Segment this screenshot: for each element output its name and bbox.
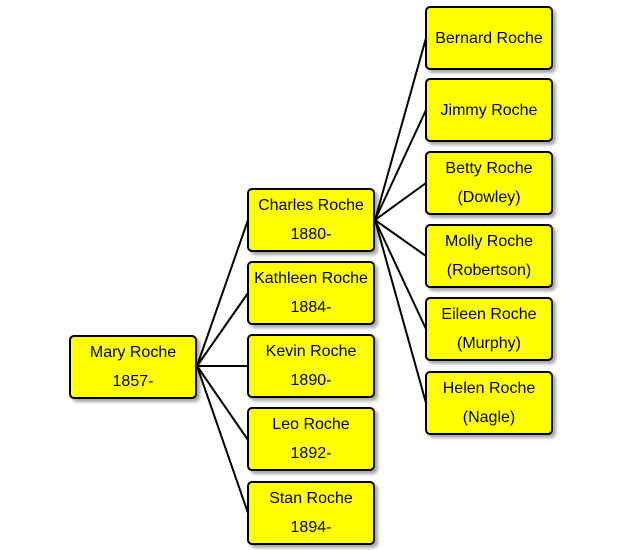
person-box-jimmy-roche: Jimmy Roche bbox=[425, 78, 553, 142]
person-name: Molly Roche bbox=[444, 233, 534, 250]
person-name: Mary Roche bbox=[89, 344, 177, 361]
person-name: Helen Roche bbox=[442, 380, 536, 397]
person-name: Charles Roche bbox=[258, 197, 364, 214]
person-box-stan-roche: Stan Roche 1894- bbox=[247, 481, 375, 545]
person-box-leo-roche: Leo Roche 1892- bbox=[247, 407, 375, 471]
person-dates: 1857- bbox=[112, 373, 154, 390]
connector-line bbox=[374, 37, 427, 221]
connector-line bbox=[374, 219, 427, 330]
person-dates: 1880- bbox=[290, 226, 332, 243]
connector-line bbox=[196, 292, 249, 367]
person-name: Kathleen Roche bbox=[254, 270, 368, 287]
person-box-kathleen-roche: Kathleen Roche 1884- bbox=[247, 261, 375, 325]
connector-line bbox=[374, 182, 427, 221]
person-note: (Dowley) bbox=[457, 189, 521, 206]
person-note: (Murphy) bbox=[456, 335, 521, 352]
connector-line bbox=[196, 365, 249, 514]
connector-line bbox=[374, 219, 427, 404]
connector-line bbox=[374, 219, 427, 257]
person-name: Stan Roche bbox=[269, 490, 353, 507]
person-name: Betty Roche bbox=[445, 160, 533, 177]
person-note: (Nagle) bbox=[462, 409, 516, 426]
connector-line bbox=[374, 109, 427, 221]
connector-line bbox=[196, 365, 249, 441]
person-box-helen-roche: Helen Roche (Nagle) bbox=[425, 371, 553, 435]
person-box-bernard-roche: Bernard Roche bbox=[425, 6, 553, 70]
person-box-charles-roche: Charles Roche 1880- bbox=[247, 188, 375, 252]
person-box-mary-roche: Mary Roche 1857- bbox=[69, 335, 197, 399]
person-name: Jimmy Roche bbox=[440, 101, 538, 119]
person-box-betty-roche: Betty Roche (Dowley) bbox=[425, 151, 553, 215]
person-box-kevin-roche: Kevin Roche 1890- bbox=[247, 334, 375, 398]
connector-line bbox=[196, 219, 249, 367]
person-name: Eileen Roche bbox=[441, 306, 537, 323]
person-box-molly-roche: Molly Roche (Robertson) bbox=[425, 224, 553, 288]
person-name: Leo Roche bbox=[272, 416, 350, 433]
person-box-eileen-roche: Eileen Roche (Murphy) bbox=[425, 297, 553, 361]
person-dates: 1894- bbox=[290, 519, 332, 536]
person-name: Kevin Roche bbox=[265, 343, 357, 360]
person-note: (Robertson) bbox=[446, 262, 532, 279]
person-dates: 1890- bbox=[290, 372, 332, 389]
person-dates: 1884- bbox=[290, 299, 332, 316]
person-dates: 1892- bbox=[290, 445, 332, 462]
person-name: Bernard Roche bbox=[435, 29, 543, 47]
